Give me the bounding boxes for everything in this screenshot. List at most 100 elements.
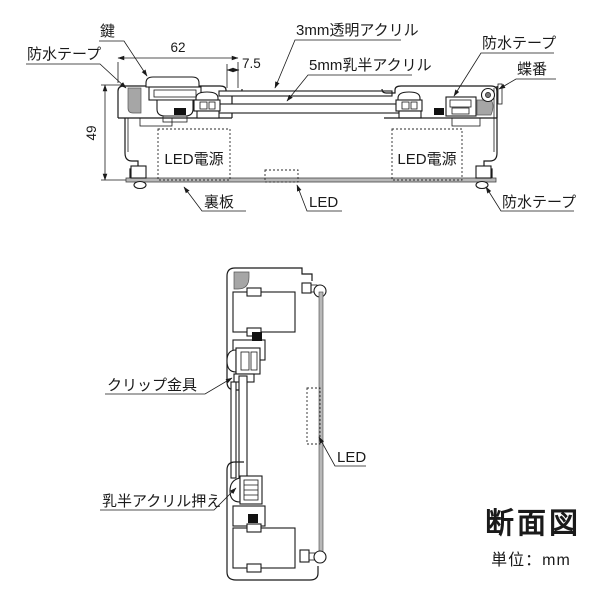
clamp-base bbox=[196, 110, 220, 119]
led-leader-top bbox=[296, 184, 342, 212]
dimensions: 62 7.5 49 bbox=[84, 40, 261, 181]
drawing-unit: 単位：mm bbox=[491, 551, 571, 569]
waterproof-tape-label-tl: 防水テープ bbox=[27, 46, 101, 63]
lock-dome bbox=[145, 76, 200, 88]
led-strip-box bbox=[264, 169, 299, 183]
lock-base bbox=[162, 115, 188, 123]
right-cap bbox=[381, 83, 503, 127]
vert-notch1 bbox=[246, 287, 262, 297]
acrylic-sheets bbox=[208, 90, 400, 114]
milky-holder-leader bbox=[100, 487, 237, 511]
left-foot bbox=[130, 165, 147, 179]
clear-acrylic-leader bbox=[274, 39, 401, 89]
back-clip-bracket-bottom bbox=[299, 549, 310, 563]
retainer-threads bbox=[244, 484, 258, 496]
key-leader bbox=[99, 40, 148, 77]
vert-clear-acrylic bbox=[230, 381, 237, 479]
lock-body-inner bbox=[153, 89, 197, 98]
dim-62: 62 bbox=[170, 40, 185, 55]
clamp-dome bbox=[397, 91, 421, 101]
led-power-label-left: LED電源 bbox=[164, 151, 223, 168]
milky-acrylic-label: 5mm乳半アクリル bbox=[309, 57, 432, 74]
vert-chamber1 bbox=[232, 291, 296, 333]
vert-notch3 bbox=[246, 523, 262, 533]
top-section: LED電源 LED電源 62 7.5 49 鍵 防水テープ 3mm透明アクリル … bbox=[26, 22, 576, 212]
left-wall bbox=[124, 86, 139, 178]
milky-acrylic-leader bbox=[286, 74, 412, 102]
right-wall bbox=[483, 86, 498, 178]
waterproof-tape-vert bbox=[233, 271, 250, 290]
left-cap bbox=[117, 76, 243, 127]
clamp-detail bbox=[410, 101, 418, 110]
gasket-left bbox=[174, 108, 186, 115]
internals: LED電源 LED電源 bbox=[157, 128, 463, 183]
waterproof-tape-label-tr: 防水テープ bbox=[482, 35, 556, 52]
hinge-pin-core bbox=[485, 92, 491, 98]
left-clamp bbox=[193, 91, 221, 119]
vert-led-strip bbox=[306, 387, 321, 445]
waterproof-tape-leader-tl bbox=[26, 63, 127, 89]
led-label-bottom: LED bbox=[337, 449, 366, 466]
led-power-box-left bbox=[157, 128, 231, 181]
right-clamp bbox=[395, 91, 423, 119]
callouts-top: 鍵 防水テープ 3mm透明アクリル 5mm乳半アクリル 防水テープ 蝶番 裏板 … bbox=[26, 22, 576, 212]
right-cap-outline bbox=[381, 85, 498, 118]
back-plate-label: 裏板 bbox=[204, 193, 234, 211]
right-foot bbox=[475, 165, 492, 179]
hinge-leader bbox=[498, 78, 556, 90]
led-power-label-right: LED電源 bbox=[397, 151, 456, 168]
clamp-dome bbox=[195, 91, 219, 101]
clear-acrylic-sheet bbox=[218, 90, 393, 97]
drawing-title: 断面図 bbox=[485, 507, 581, 540]
back-plate bbox=[125, 177, 497, 183]
clip-fitting-label: クリップ金具 bbox=[107, 377, 197, 394]
waterproof-tape-leader-tr bbox=[453, 52, 554, 97]
clamp-detail bbox=[208, 101, 216, 110]
title-block: 断面図 単位：mm bbox=[485, 507, 581, 569]
waterproof-tape-right bbox=[476, 99, 494, 116]
dim-7-5: 7.5 bbox=[242, 56, 261, 71]
led-power-box-right bbox=[391, 128, 463, 181]
clip-detail bbox=[250, 351, 258, 371]
clamp-base bbox=[398, 110, 422, 119]
back-plate-leader bbox=[183, 186, 246, 212]
bottom-section: クリップ金具 乳半アクリル押え LED bbox=[100, 267, 366, 581]
waterproof-tape-label-br: 防水テープ bbox=[502, 194, 576, 211]
vert-bottom-frame bbox=[226, 461, 327, 581]
back-clip-screw-bottom bbox=[313, 550, 327, 564]
clip-dome bbox=[226, 349, 237, 373]
clip-fitting-leader bbox=[105, 377, 233, 395]
waterproof-tape-left bbox=[127, 87, 142, 114]
case-outline bbox=[124, 86, 498, 190]
led-label-top: LED bbox=[309, 194, 338, 211]
vert-gasket-top bbox=[252, 332, 262, 341]
milky-acrylic-sheet bbox=[208, 103, 400, 114]
latch-inner2 bbox=[451, 107, 470, 115]
right-foot-pad bbox=[475, 180, 489, 190]
right-cap-flange bbox=[451, 117, 481, 127]
left-foot-pad bbox=[133, 180, 147, 190]
vert-gasket-bottom bbox=[248, 514, 258, 523]
clip-detail bbox=[240, 351, 250, 371]
led-leader-bottom bbox=[318, 436, 366, 467]
gasket-right bbox=[434, 108, 444, 115]
clamp-detail bbox=[199, 101, 208, 110]
dim-49: 49 bbox=[84, 125, 99, 140]
door-edge bbox=[497, 83, 503, 105]
vert-top-outline bbox=[226, 267, 313, 382]
back-clip-bracket-top bbox=[301, 282, 312, 294]
hinge-label: 蝶番 bbox=[517, 61, 547, 78]
clamp-detail bbox=[401, 101, 410, 110]
latch-body bbox=[445, 96, 477, 117]
milky-holder-label: 乳半アクリル押え bbox=[102, 493, 221, 510]
waterproof-tape-leader-br bbox=[485, 186, 574, 212]
callouts-bottom: クリップ金具 乳半アクリル押え LED bbox=[100, 377, 366, 511]
clear-acrylic-label: 3mm透明アクリル bbox=[296, 22, 419, 39]
key-label: 鍵 bbox=[100, 23, 115, 40]
latch-inner bbox=[449, 99, 472, 108]
retainer-dome bbox=[229, 477, 241, 503]
lock-body bbox=[148, 86, 202, 101]
vert-chamber1b bbox=[232, 527, 296, 569]
